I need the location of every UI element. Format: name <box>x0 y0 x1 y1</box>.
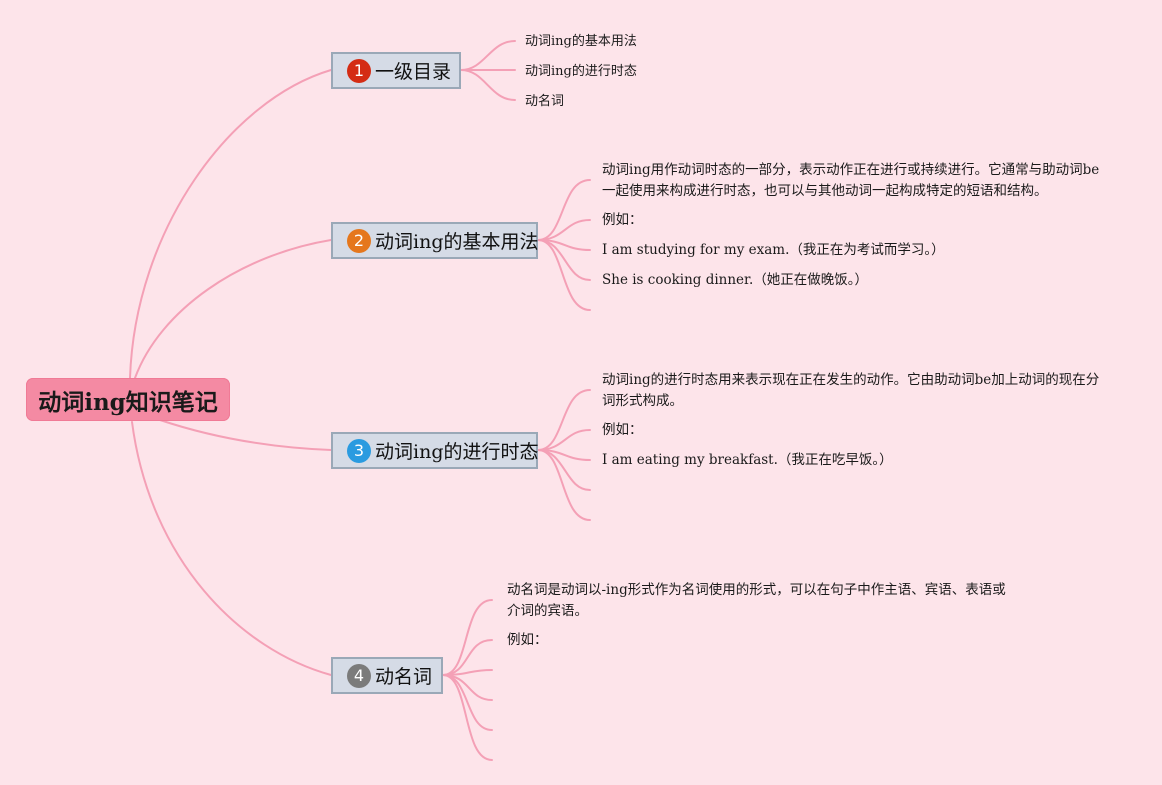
topic-4-leaf-1[interactable]: 动名词是动词以-ing形式作为名词使用的形式，可以在句子中作主语、宾语、表语或介… <box>507 582 1006 619</box>
topic-3-node[interactable]: 3 动词ing的进行时态 <box>331 432 538 469</box>
branch-root-to-topic-4 <box>131 421 332 676</box>
branch-root-to-topic-1 <box>129 69 332 379</box>
topic-2-label: 动词ing的基本用法 <box>375 231 539 253</box>
branch-topic-1-leaf-1 <box>460 40 516 71</box>
topic-3-label: 动词ing的进行时态 <box>375 441 539 463</box>
branch-topic-2-leaf-1 <box>537 179 591 241</box>
topic-2-leaf-4[interactable]: She is cooking dinner.（她正在做晚饭。） <box>602 272 869 288</box>
branch-lines <box>129 40 591 761</box>
branch-topic-3-leaf-4 <box>537 449 591 491</box>
topic-2-leaf-2[interactable]: 例如： <box>602 212 643 228</box>
topic-2-leaf-1[interactable]: 动词ing用作动词时态的一部分，表示动作正在进行或持续进行。它通常与助动词be一… <box>602 162 1100 199</box>
topic-1-leaf-3[interactable]: 动名词 <box>525 94 565 109</box>
branch-root-to-topic-3 <box>159 419 332 451</box>
topic-4-leaf-2[interactable]: 例如： <box>507 632 548 648</box>
branch-root-to-topic-2 <box>134 239 332 379</box>
topic-4-node[interactable]: 4 动名词 <box>331 657 443 694</box>
branch-topic-2-leaf-4 <box>537 239 591 281</box>
topic-4-label: 动名词 <box>375 666 433 688</box>
number-4-badge-icon: 4 <box>347 663 371 688</box>
branch-topic-1-leaf-3 <box>460 69 516 101</box>
branch-topic-3-leaf-1 <box>537 389 591 451</box>
branch-topic-4-leaf-6 <box>442 674 493 761</box>
root-node[interactable]: 动词ing知识笔记 <box>26 378 230 421</box>
topic-2-leaf-3[interactable]: I am studying for my exam.（我正在为考试而学习。） <box>602 242 945 258</box>
topic-2-node[interactable]: 2 动词ing的基本用法 <box>331 222 538 259</box>
topic-3-leaf-2[interactable]: 例如： <box>602 422 643 438</box>
topic-1-node[interactable]: 1 一级目录 <box>331 52 461 89</box>
number-3-badge-icon: 3 <box>347 438 371 463</box>
number-2-badge-icon: 2 <box>347 228 371 253</box>
topic-1-label: 一级目录 <box>375 61 452 83</box>
topic-1-leaf-2[interactable]: 动词ing的进行时态 <box>525 64 637 79</box>
root-label: 动词ing知识笔记 <box>38 388 218 416</box>
branch-topic-2-leaf-5 <box>537 239 591 311</box>
topic-3-leaf-3[interactable]: I am eating my breakfast.（我正在吃早饭。） <box>602 452 893 468</box>
topic-3-leaf-1[interactable]: 动词ing的进行时态用来表示现在正在发生的动作。它由助动词be加上动词的现在分词… <box>602 372 1100 409</box>
branch-topic-3-leaf-5 <box>537 449 591 521</box>
topic-1-leaf-1[interactable]: 动词ing的基本用法 <box>525 34 637 49</box>
branch-topic-4-leaf-1 <box>442 599 493 676</box>
number-1-badge-icon: 1 <box>347 58 371 83</box>
